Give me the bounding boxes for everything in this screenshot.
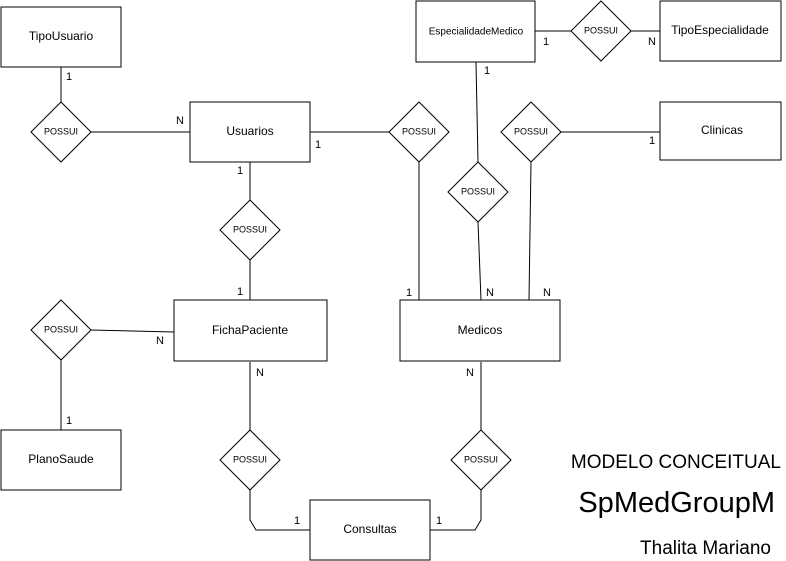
- card-many: N: [648, 36, 656, 48]
- connectors: [60, 30, 660, 531]
- rel-label: POSSUI: [464, 454, 498, 464]
- cardinality-labels: 1 N 1 1 1 1 1 N 1 N 1 N N 1 N N 1 1: [66, 36, 656, 527]
- entity-tipousuario-box: [0, 6, 122, 68]
- entity-usuarios-box: [189, 101, 311, 163]
- card-one: 1: [66, 415, 72, 427]
- entity-tipoespecialidade: TipoEspecialidade: [671, 23, 769, 37]
- caption-model-type: MODELO CONCEITUAL: [571, 452, 781, 473]
- edge-possui-medicos-2: [477, 221, 482, 301]
- card-one: 1: [294, 515, 300, 527]
- card-one: 1: [66, 71, 72, 83]
- entity-planosaude-box: [0, 429, 122, 491]
- edge-possui-medicos-3: [528, 161, 532, 301]
- caption: MODELO CONCEITUAL SpMedGroupM Thalita Ma…: [571, 452, 781, 559]
- card-many: N: [486, 287, 494, 299]
- entity-medicos: Medicos: [458, 323, 503, 337]
- rel-usuarios-ficha-diamond: [219, 199, 281, 261]
- entity-fichapaciente-box: [173, 299, 328, 362]
- entity-consultas-box: [309, 499, 431, 561]
- caption-project-name: SpMedGroupM: [578, 487, 775, 519]
- card-many: N: [156, 335, 164, 347]
- rel-label: POSSUI: [233, 454, 267, 464]
- entity-especialidademedico: EspecialidadeMedico: [429, 27, 524, 38]
- card-many: N: [466, 367, 474, 379]
- entity-tipoespecialidade-box: [659, 0, 782, 62]
- entity-tipousuario: TipoUsuario: [29, 29, 94, 43]
- entity-consultas: Consultas: [343, 522, 396, 536]
- card-many: N: [543, 287, 551, 299]
- entity-clinicas-box: [659, 101, 782, 161]
- card-one: 1: [649, 135, 655, 147]
- rel-label: POSSUI: [584, 25, 618, 35]
- card-one: 1: [406, 287, 412, 299]
- rel-usuarios-medicos-diamond: [388, 101, 450, 163]
- edge-possui-consultas: [249, 490, 310, 531]
- entity-fichapaciente: FichaPaciente: [212, 323, 288, 337]
- rel-label: POSSUI: [402, 126, 436, 136]
- entity-usuarios: Usuarios: [226, 124, 273, 138]
- card-one: 1: [315, 139, 321, 151]
- caption-author: Thalita Mariano: [640, 538, 771, 559]
- rel-label: POSSUI: [461, 186, 495, 196]
- relationships: [30, 0, 632, 491]
- rel-medicos-consultas-diamond: [450, 429, 512, 491]
- card-one: 1: [436, 515, 442, 527]
- rel-plano-ficha-diamond: [30, 299, 92, 361]
- edge-possui-consultas-2: [430, 490, 482, 531]
- card-one: 1: [237, 165, 243, 177]
- card-one: 1: [543, 36, 549, 48]
- rel-label: POSSUI: [44, 126, 78, 136]
- rel-especialidade-medicos-diamond: [447, 161, 509, 223]
- relationship-labels: POSSUI POSSUI POSSUI POSSUI POSSUI POSSU…: [44, 25, 618, 464]
- rel-clinicas-medicos-diamond: [500, 101, 562, 163]
- rel-label: POSSUI: [514, 126, 548, 136]
- edge-possui-fichapaciente-2: [90, 329, 175, 333]
- entity-labels: TipoUsuario Usuarios EspecialidadeMedico…: [28, 23, 769, 536]
- rel-ficha-consultas-diamond: [219, 429, 281, 491]
- edge-especialidade-possui-2: [475, 61, 479, 163]
- entity-especialidademedico-box: [415, 0, 536, 63]
- rel-label: POSSUI: [233, 224, 267, 234]
- card-one: 1: [237, 286, 243, 298]
- rel-label: POSSUI: [44, 324, 78, 334]
- card-one: 1: [484, 65, 490, 77]
- entity-medicos-box: [399, 299, 561, 362]
- entity-planosaude: PlanoSaude: [28, 452, 94, 466]
- rel-tipousuario-usuarios-diamond: [30, 101, 92, 163]
- card-many: N: [256, 367, 264, 379]
- rel-especialidade-tipo-diamond: [570, 0, 632, 62]
- card-many: N: [176, 115, 184, 127]
- entity-clinicas: Clinicas: [701, 123, 743, 137]
